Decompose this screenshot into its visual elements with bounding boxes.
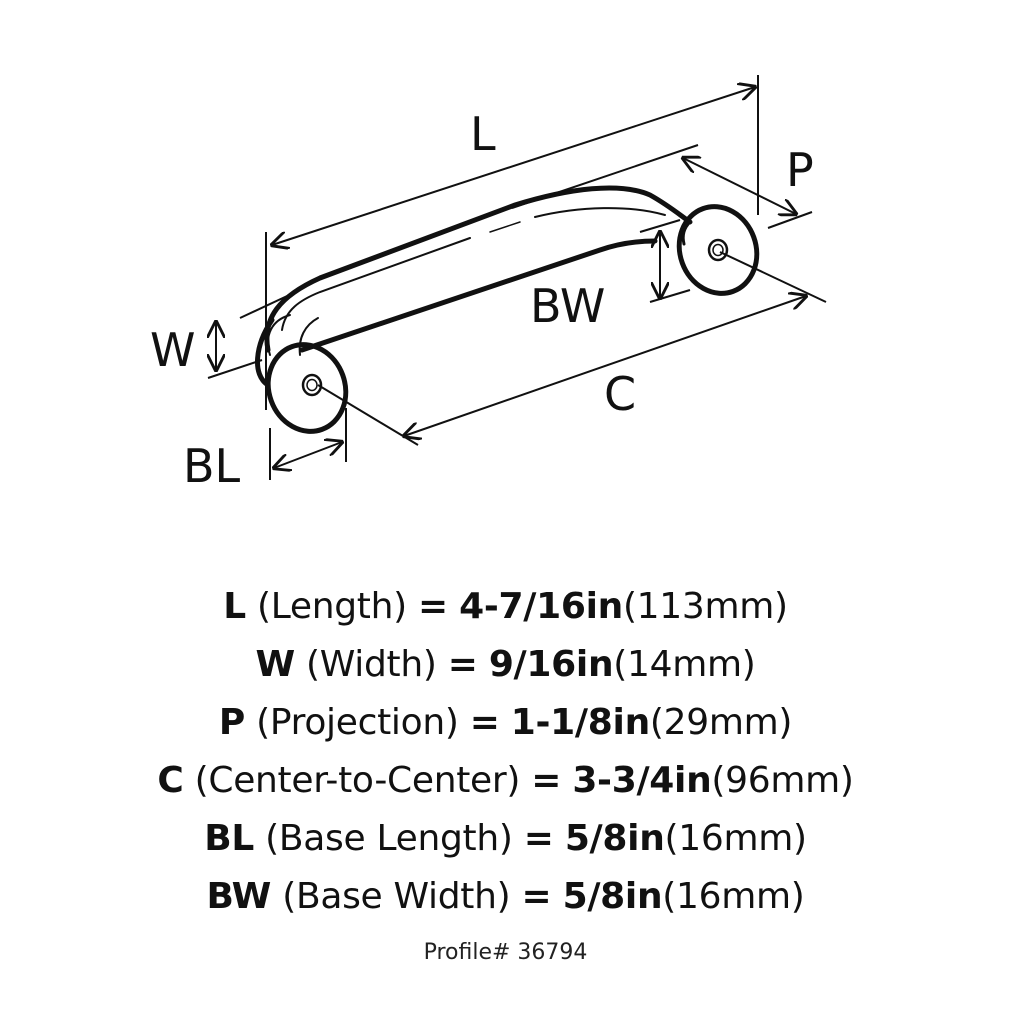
spec-name: (Length) bbox=[257, 586, 407, 627]
spec-code: BL bbox=[204, 818, 254, 859]
spec-imperial: 5/8in bbox=[562, 876, 663, 917]
spec-metric: (113mm) bbox=[622, 586, 788, 627]
spec-imperial: 3-3/4in bbox=[572, 760, 712, 801]
spec-code: C bbox=[157, 760, 184, 801]
spec-row-projection: P (Projection) = 1-1/8in(29mm) bbox=[0, 694, 1011, 752]
dimension-lines bbox=[208, 75, 827, 480]
label-BL: BL bbox=[183, 439, 241, 493]
spec-code: BW bbox=[206, 876, 272, 917]
spec-metric: (96mm) bbox=[711, 760, 854, 801]
spec-imperial: 5/8in bbox=[564, 818, 665, 859]
spec-code: L bbox=[223, 586, 246, 627]
handle-drawing bbox=[254, 185, 760, 434]
dimension-spec-list: L (Length) = 4-7/16in(113mm) W (Width) =… bbox=[0, 578, 1011, 926]
label-BW: BW bbox=[530, 279, 605, 333]
label-P: P bbox=[786, 143, 814, 197]
spec-imperial: 4-7/16in bbox=[459, 586, 623, 627]
spec-row-center-to-center: C (Center-to-Center) = 3-3/4in(96mm) bbox=[0, 752, 1011, 810]
spec-metric: (16mm) bbox=[662, 876, 805, 917]
spec-row-base-length: BL (Base Length) = 5/8in(16mm) bbox=[0, 810, 1011, 868]
spec-code: W bbox=[255, 644, 295, 685]
profile-number: Profile# 36794 bbox=[423, 940, 588, 965]
pull-handle-diagram: L P BW W C BL bbox=[150, 75, 827, 493]
label-L: L bbox=[470, 107, 496, 161]
spec-name: (Projection) bbox=[256, 702, 459, 743]
spec-metric: (16mm) bbox=[664, 818, 808, 859]
spec-metric: (14mm) bbox=[613, 644, 756, 685]
spec-equals: = bbox=[469, 702, 500, 743]
spec-equals: = bbox=[521, 876, 552, 917]
spec-imperial: 1-1/8in bbox=[510, 702, 650, 743]
spec-code: P bbox=[218, 702, 245, 743]
spec-metric: (29mm) bbox=[649, 702, 793, 743]
spec-name: (Width) bbox=[306, 644, 437, 685]
spec-equals: = bbox=[418, 586, 448, 627]
spec-imperial: 9/16in bbox=[488, 644, 614, 685]
spec-row-width: W (Width) = 9/16in(14mm) bbox=[0, 636, 1011, 694]
spec-equals: = bbox=[523, 818, 554, 859]
label-C: C bbox=[604, 367, 636, 421]
spec-name: (Base Length) bbox=[265, 818, 513, 859]
spec-equals: = bbox=[531, 760, 562, 801]
spec-name: (Base Width) bbox=[282, 876, 511, 917]
spec-row-length: L (Length) = 4-7/16in(113mm) bbox=[0, 578, 1011, 636]
spec-name: (Center-to-Center) bbox=[194, 760, 521, 801]
label-W: W bbox=[150, 323, 195, 377]
spec-equals: = bbox=[447, 644, 478, 685]
spec-row-base-width: BW (Base Width) = 5/8in(16mm) bbox=[0, 868, 1011, 926]
